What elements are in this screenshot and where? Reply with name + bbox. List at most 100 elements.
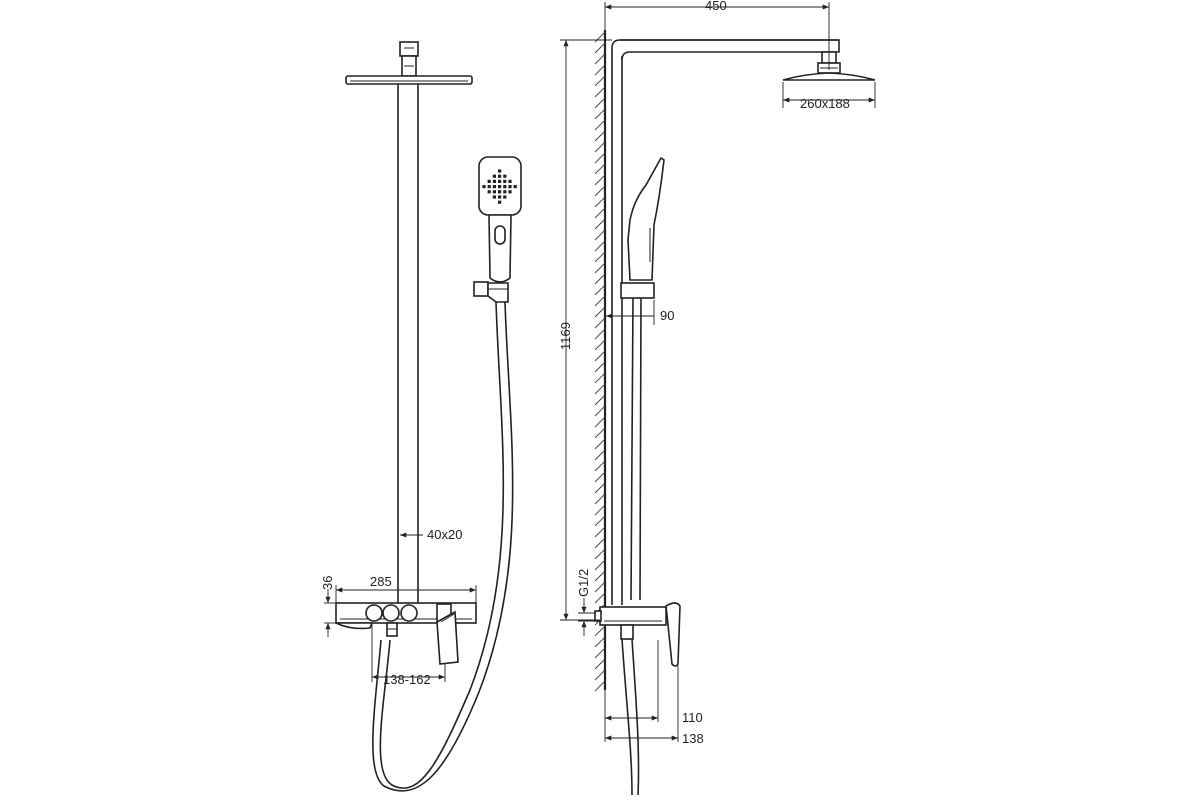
front-view: 40x20 285 36 138-162 (320, 41, 522, 792)
hatch-line (594, 405, 606, 417)
hatch-line (594, 372, 606, 384)
side-hand-shower (620, 156, 665, 601)
hatch-line (594, 570, 606, 582)
nozzle (508, 179, 512, 183)
hatch-line (594, 108, 606, 120)
hatch-line (594, 251, 606, 263)
nozzle (498, 179, 502, 183)
nozzle (482, 185, 486, 189)
hatch-line (594, 284, 606, 296)
hatch-line (594, 592, 606, 604)
hatch-line (594, 438, 606, 450)
hatch-line (594, 240, 606, 252)
hatch-line (594, 680, 606, 692)
nozzle (498, 185, 502, 189)
dim-arm-length: 450 (604, 0, 830, 70)
dim-inlet-spacing-label: 138-162 (383, 672, 431, 687)
nozzle (503, 185, 507, 189)
hatch-line (594, 119, 606, 131)
hatch-line (594, 625, 606, 637)
hatch-line (594, 548, 606, 560)
dim-holder-offset: 90 (606, 300, 674, 325)
hatch-line (594, 383, 606, 395)
nozzle (498, 200, 502, 204)
nozzle (498, 190, 502, 194)
dim-thread-label: G1/2 (576, 569, 591, 597)
nozzle (487, 190, 491, 194)
hatch-line (594, 658, 606, 670)
hatch-line (594, 75, 606, 87)
side-shower-arm (611, 39, 840, 61)
nozzle (487, 179, 491, 183)
hatch-line (594, 669, 606, 681)
hatch-line (594, 86, 606, 98)
hatch-line (594, 460, 606, 472)
hatch-line (594, 130, 606, 142)
nozzle (503, 174, 507, 178)
hatch-line (594, 482, 606, 494)
hatch-line (594, 504, 606, 516)
hatch-line (594, 493, 606, 505)
dim-spout-depth-label: 138 (682, 731, 704, 746)
dim-total-height: 1169 (558, 39, 612, 621)
dim-arm-length-label: 450 (705, 0, 727, 13)
dim-head-size-label: 260x188 (800, 96, 850, 111)
side-view: 450 260x188 1169 90 G1/2 (558, 0, 876, 796)
hatch-line (594, 449, 606, 461)
nozzle (508, 190, 512, 194)
hatch-line (594, 196, 606, 208)
hatch-line (594, 416, 606, 428)
hatch-line (594, 636, 606, 648)
hatch-line (594, 295, 606, 307)
dim-mixer-width: 285 (335, 574, 477, 603)
hatch-line (594, 273, 606, 285)
dim-pipe-section: 40x20 (400, 527, 462, 542)
hatch-line (594, 141, 606, 153)
hatch-line (594, 207, 606, 219)
hatch-line (594, 328, 606, 340)
hatch-line (594, 185, 606, 197)
hatch-line (594, 42, 606, 54)
nozzle (492, 195, 496, 199)
hatch-line (594, 471, 606, 483)
nozzle (498, 195, 502, 199)
hatch-line (594, 163, 606, 175)
dim-inlet-spacing: 138-162 (371, 623, 446, 687)
dim-mixer-height: 36 (320, 576, 336, 637)
nozzle (503, 190, 507, 194)
front-vertical-pipe (397, 84, 419, 604)
hatch-line (594, 394, 606, 406)
front-hand-shower (473, 156, 522, 303)
dim-holder-offset-label: 90 (660, 308, 674, 323)
hatch-line (594, 537, 606, 549)
hatch-line (594, 350, 606, 362)
hatch-line (594, 339, 606, 351)
nozzle (503, 179, 507, 183)
nozzle (508, 185, 512, 189)
wall-hatching (594, 31, 606, 692)
dim-mixer-depth: 110 (604, 640, 703, 742)
hatch-line (594, 152, 606, 164)
hatch-line (594, 174, 606, 186)
hatch-line (594, 64, 606, 76)
hatch-line (594, 53, 606, 65)
nozzle (498, 174, 502, 178)
front-mixer-body (335, 602, 477, 665)
nozzle (492, 185, 496, 189)
hatch-line (594, 647, 606, 659)
hand-shower-nozzles (482, 169, 517, 204)
hatch-line (594, 229, 606, 241)
hatch-line (594, 427, 606, 439)
side-mixer (594, 602, 681, 796)
hatch-line (594, 526, 606, 538)
hatch-line (594, 317, 606, 329)
dim-thread: G1/2 (576, 569, 596, 636)
hatch-line (594, 218, 606, 230)
dim-mixer-width-label: 285 (370, 574, 392, 589)
nozzle (492, 179, 496, 183)
hatch-line (594, 306, 606, 318)
nozzle (503, 195, 507, 199)
hatch-line (594, 262, 606, 274)
dim-total-height-label: 1169 (558, 322, 573, 350)
